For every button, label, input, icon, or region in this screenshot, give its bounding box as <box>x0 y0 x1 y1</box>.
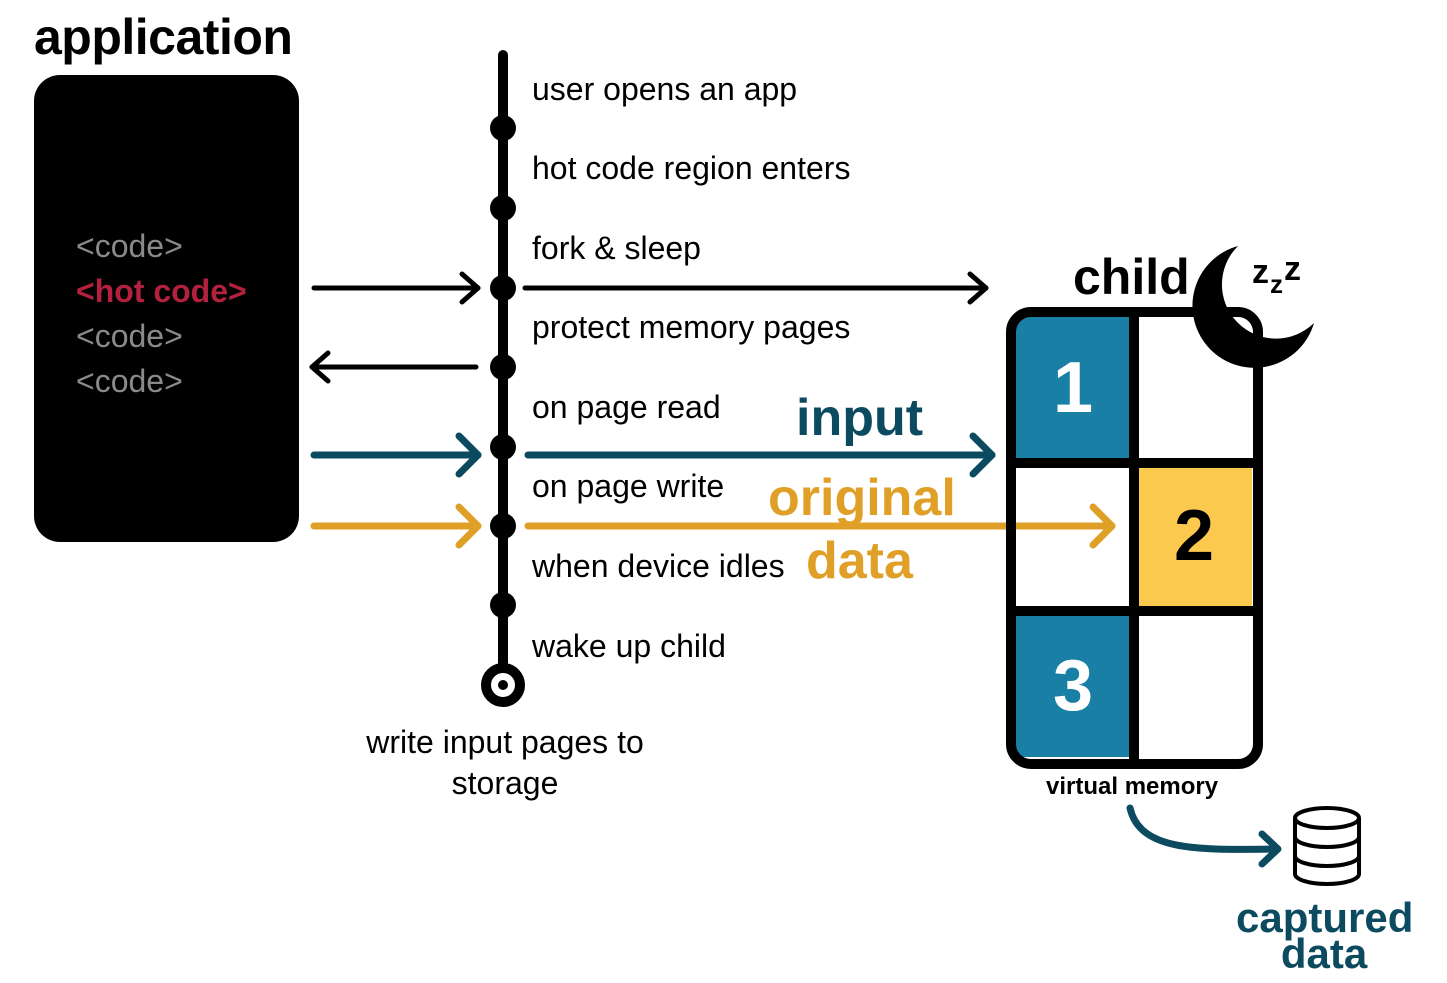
captured-data-label: captured data <box>1236 894 1414 978</box>
write-arrow-in <box>310 503 482 549</box>
memory-page-2-number: 2 <box>1173 496 1215 576</box>
code-line-3: <code> <box>76 318 183 354</box>
fork-arrow-out <box>522 271 989 305</box>
step-hot-code-enters: hot code region enters <box>532 150 851 186</box>
input-label: input <box>796 389 924 447</box>
memory-page-1 <box>1016 317 1132 461</box>
hot-code-line: <hot code> <box>76 273 247 309</box>
timeline-node <box>490 434 516 460</box>
timeline-node <box>490 115 516 141</box>
application-box <box>34 75 299 542</box>
step-device-idles: when device idles <box>532 548 785 584</box>
fork-arrow-in <box>311 271 481 305</box>
virtual-memory-grid <box>1006 307 1263 769</box>
timeline-node <box>490 513 516 539</box>
sleep-z-1: z <box>1252 253 1270 291</box>
code-line-1: <code> <box>76 228 183 264</box>
original-label: original <box>768 469 956 527</box>
database-icon <box>1293 806 1361 886</box>
step-fork-sleep: fork & sleep <box>532 230 701 266</box>
step-user-opens-app: user opens an app <box>532 71 798 107</box>
capture-arrow <box>1126 804 1282 868</box>
sleep-zzz: zzz <box>1252 252 1302 297</box>
sleep-z-2: z <box>1270 269 1284 299</box>
step-page-read: on page read <box>532 389 721 425</box>
sleep-z-3: z <box>1284 250 1302 288</box>
step-page-write: on page write <box>532 468 725 504</box>
timeline-node <box>490 275 516 301</box>
timeline-nodes <box>490 115 516 618</box>
memory-page-1-number: 1 <box>1052 348 1094 428</box>
moon-icon <box>1192 246 1314 368</box>
virtual-memory-label: virtual memory <box>1046 773 1219 800</box>
step-wake-child: wake up child <box>532 628 726 664</box>
step-protect-pages: protect memory pages <box>532 309 851 345</box>
read-arrow-in <box>310 432 482 478</box>
code-line-4: <code> <box>76 363 183 399</box>
timeline-end-dot <box>498 680 508 690</box>
read-arrow-out <box>524 432 996 478</box>
memory-page-3-number: 3 <box>1052 646 1094 726</box>
application-title: application <box>34 9 293 65</box>
data-label: data <box>806 532 913 590</box>
child-title: child <box>1073 249 1190 305</box>
step-write-storage: write input pages to storage <box>366 724 644 801</box>
protect-arrow-back <box>309 350 479 384</box>
memory-page-2 <box>1136 465 1252 609</box>
timeline-node <box>490 195 516 221</box>
timeline-node <box>490 592 516 618</box>
timeline-node <box>490 354 516 380</box>
memory-page-3 <box>1016 613 1132 757</box>
